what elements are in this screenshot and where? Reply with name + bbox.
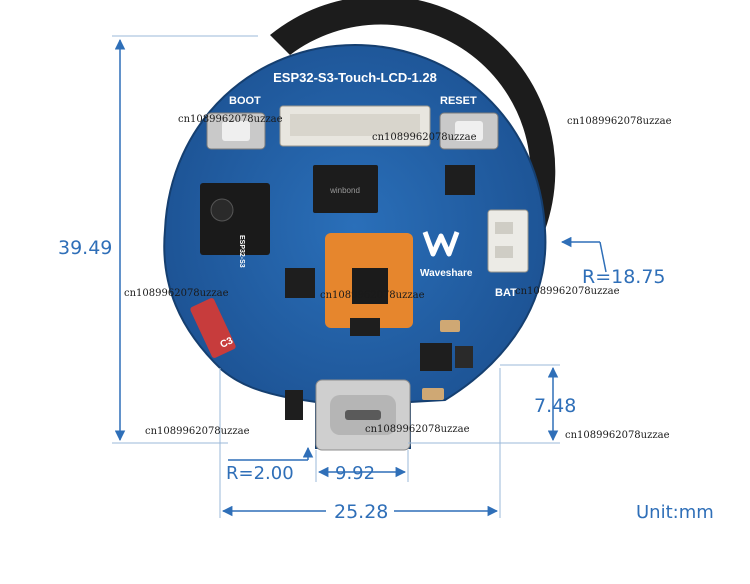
fuse-label: C3 [219,335,236,351]
brand-label: Waveshare [420,268,473,279]
dim-height: 39.49 [58,35,258,444]
watermark-text: cn1089962078uzzae [178,114,283,125]
bat-label: BAT [495,287,517,299]
fpc-slot [290,114,420,136]
watermark-text: cn1089962078uzzae [365,424,470,435]
reset-button[interactable] [439,112,499,150]
board-title: ESP32-S3-Touch-LCD-1.28 [273,70,437,85]
watermark-text: cn1089962078uzzae [372,132,477,143]
small-chip [445,165,475,195]
dim-usb-width: 9.92 [315,450,409,484]
boot-button[interactable] [206,112,266,150]
dim-radius-outer-label: R=18.75 [582,266,666,288]
waveshare-logo: Waveshare [420,231,473,279]
dim-radius-corner: R=2.00 [226,446,314,484]
dim-height-label: 39.49 [58,237,112,259]
boot-label: BOOT [229,95,261,107]
fuse-component: C3 [190,298,236,358]
chip-espressif-label: ESP32-S3 [238,235,245,268]
watermark-text: cn1089962078uzzae [145,426,250,437]
dim-bottom-width-label: 25.28 [334,501,388,523]
watermark-text: cn1089962078uzzae [124,288,229,299]
capacitor [422,388,444,400]
chip-winbond-label: winbond [329,186,360,195]
battery-connector [487,209,529,273]
dim-connector-height: 7.48 [408,364,576,444]
small-chip [455,346,473,368]
small-chip [285,268,315,298]
dim-radius-corner-label: R=2.00 [226,463,294,484]
reset-label: RESET [440,95,477,107]
watermark-text: cn1089962078uzzae [567,116,672,127]
dim-radius-outer: R=18.75 [560,236,666,288]
lcd-bezel [270,0,556,230]
capacitor [440,320,460,332]
small-chip [350,318,380,336]
esp32-chip: ESP32-S3 [200,183,270,268]
flash-chip: winbond [313,165,378,213]
unit-label: Unit:mm [636,502,714,523]
dim-usb-width-label: 9.92 [335,463,375,484]
watermark-text: cn1089962078uzzae [515,286,620,297]
watermark-text: cn1089962078uzzae [320,290,425,301]
dim-bottom-width: 25.28 [219,368,501,523]
imu-flex-area [325,233,413,328]
small-chip [420,343,452,371]
diode [285,390,303,420]
usb-c-connector [315,379,411,451]
dim-connector-height-label: 7.48 [534,395,576,417]
watermark-text: cn1089962078uzzae [565,430,670,441]
